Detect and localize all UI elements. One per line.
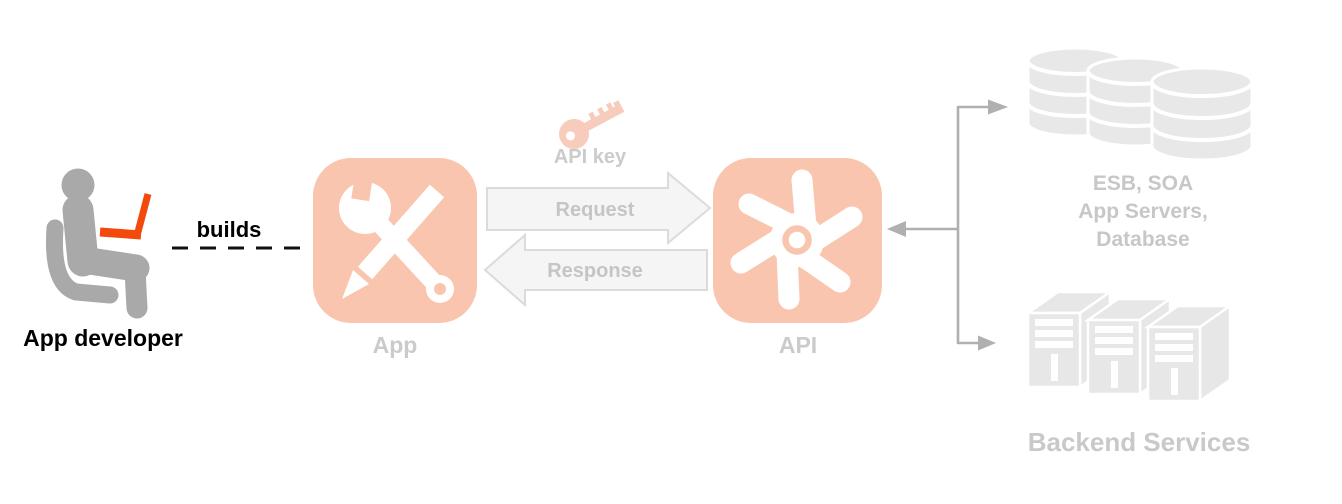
datastores-label-line1: ESB, SOA [1092, 172, 1194, 195]
backend-services-label: Backend Services [1027, 427, 1251, 457]
datastores-label: ESB, SOA App Servers, Database [1078, 170, 1208, 254]
api-key-label: API key [553, 146, 627, 168]
app-label: App [372, 332, 418, 358]
server-towers-icon [1024, 289, 1234, 404]
request-label: Request [555, 199, 635, 221]
backend-connector-lines [906, 105, 988, 345]
datastores-label-line2: App Servers, [1078, 200, 1208, 223]
database-cylinders-icon [1026, 46, 1254, 162]
response-label: Response [547, 260, 643, 282]
laptop-icon [99, 193, 152, 240]
datastores-label-line3: Database [1096, 228, 1190, 251]
app-node [313, 158, 477, 323]
seated-developer-laptop-icon [45, 168, 152, 319]
api-label: API [778, 332, 818, 358]
api-node [713, 158, 882, 323]
developer-label: App developer [23, 325, 183, 351]
key-icon [559, 100, 625, 149]
wrench-pencil-icon [339, 162, 454, 303]
builds-label: builds [196, 217, 262, 242]
request-arrow [486, 170, 712, 246]
response-arrow [483, 232, 708, 308]
gear-icon [730, 169, 863, 310]
backend-connector-arrowheads [887, 99, 1008, 351]
